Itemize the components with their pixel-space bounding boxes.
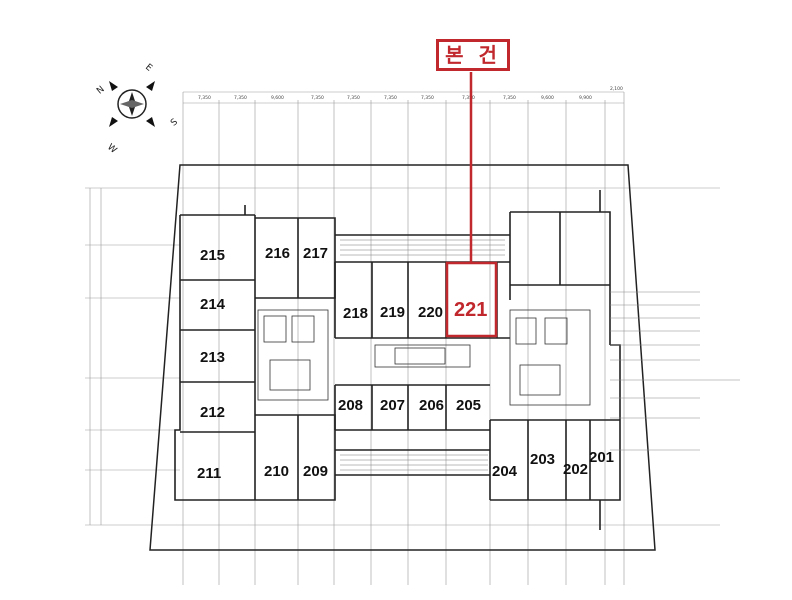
right-leader-lines <box>610 291 740 451</box>
room-204: 204 <box>492 463 518 480</box>
room-201: 201 <box>589 449 614 466</box>
room-207: 207 <box>380 397 405 414</box>
dim-label: 7,350 <box>198 95 211 101</box>
dim-label: 7,350 <box>347 95 360 101</box>
dim-label: 2,100 <box>610 86 623 92</box>
dim-label: 7,350 <box>503 95 516 101</box>
room-206: 206 <box>419 397 444 414</box>
dim-label: 7,350 <box>311 95 324 101</box>
room-209: 209 <box>303 463 328 480</box>
compass-e-label: E <box>143 62 154 74</box>
compass-n-label: N <box>95 85 107 97</box>
room-202: 202 <box>563 461 588 478</box>
highlight-label: 본 건 <box>436 39 510 71</box>
dim-label: 7,350 <box>462 95 475 101</box>
room-221: 221 <box>454 299 487 321</box>
dim-label: 7,350 <box>234 95 247 101</box>
room-213: 213 <box>200 349 225 366</box>
room-210: 210 <box>264 463 289 480</box>
dimension-grid <box>85 91 720 585</box>
dim-label: 7,350 <box>384 95 397 101</box>
room-218: 218 <box>343 305 368 322</box>
room-205: 205 <box>456 397 481 414</box>
room-216: 216 <box>265 245 290 262</box>
room-203: 203 <box>530 451 555 468</box>
corridor-hatch <box>340 239 505 471</box>
dim-label: 9,900 <box>579 95 592 101</box>
dim-label: 9,600 <box>271 95 284 101</box>
building-walls <box>174 190 621 530</box>
dimension-labels: 7,350 7,350 9,600 7,350 7,350 7,350 7,35… <box>198 86 623 101</box>
room-220: 220 <box>418 304 443 321</box>
dim-label: 9,600 <box>541 95 554 101</box>
site-boundary <box>149 164 656 551</box>
room-219: 219 <box>380 304 405 321</box>
room-214: 214 <box>200 296 226 313</box>
room-215: 215 <box>200 247 225 264</box>
room-217: 217 <box>303 245 328 262</box>
compass-w-label: W <box>105 142 118 155</box>
room-211: 211 <box>197 465 221 482</box>
dim-label: 7,350 <box>421 95 434 101</box>
stair-core <box>257 309 591 406</box>
room-208: 208 <box>338 397 363 414</box>
room-212: 212 <box>200 404 225 421</box>
room-labels: 215 214 213 212 211 216 217 218 219 220 … <box>197 245 614 482</box>
compass: N E S W <box>95 62 180 155</box>
compass-s-label: S <box>169 117 180 129</box>
